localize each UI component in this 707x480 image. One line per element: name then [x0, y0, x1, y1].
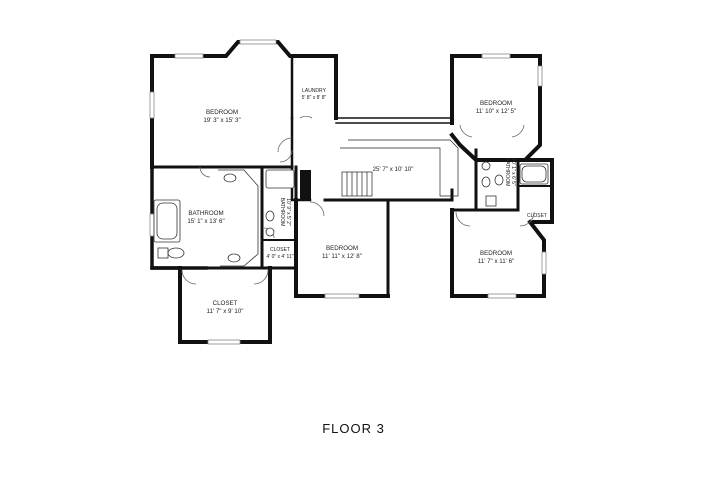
master-bedroom-dims: 19' 3" x 15' 3" [203, 117, 240, 124]
bedroom-ne-dims: 11' 10" x 12' 5" [476, 108, 516, 115]
master-bath-name: BATHROOM [188, 210, 223, 217]
floor-label: FLOOR 3 [322, 421, 385, 436]
bathroom-east-dims: 10' 1" x 6' 5" [510, 158, 516, 186]
bedroom-ne-name: BEDROOM [480, 100, 512, 107]
bedroom-mid-dims: 11' 11" x 12' 8" [322, 253, 362, 260]
wall-chase [300, 170, 311, 200]
closet-south-name: CLOSET [213, 300, 238, 307]
master-bath-dims: 15' 1" x 13' 6" [187, 218, 224, 225]
laundry-name: LAUNDRY [302, 88, 326, 94]
laundry-dims: 5' 8" x 8' 8" [302, 95, 327, 101]
closet-mid-dims: 4' 0" x 4' 11" [266, 254, 293, 260]
closet-east-name: CLOSET [527, 213, 547, 219]
bathroom-mid-dims: 10' 9" x 5' 2" [285, 198, 291, 226]
bathroom-east-name: BATHROOM [504, 158, 510, 187]
hall-dims: 25' 7" x 10' 10" [373, 166, 414, 173]
closet-mid-name: CLOSET [270, 247, 290, 253]
windows [149, 39, 547, 345]
staircase [340, 139, 459, 197]
master-bedroom-name: BEDROOM [206, 109, 238, 116]
fixtures [153, 161, 549, 267]
bedroom-se-dims: 11' 7" x 11' 6" [478, 258, 514, 265]
closet-south-dims: 11' 7" x 9' 10" [207, 308, 244, 315]
bathroom-mid-name: BATHROOM [279, 198, 285, 227]
bedroom-mid-name: BEDROOM [326, 245, 358, 252]
bedroom-se-name: BEDROOM [480, 250, 512, 257]
room-labels: BEDROOM 19' 3" x 15' 3" LAUNDRY 5' 8" x … [187, 88, 547, 315]
